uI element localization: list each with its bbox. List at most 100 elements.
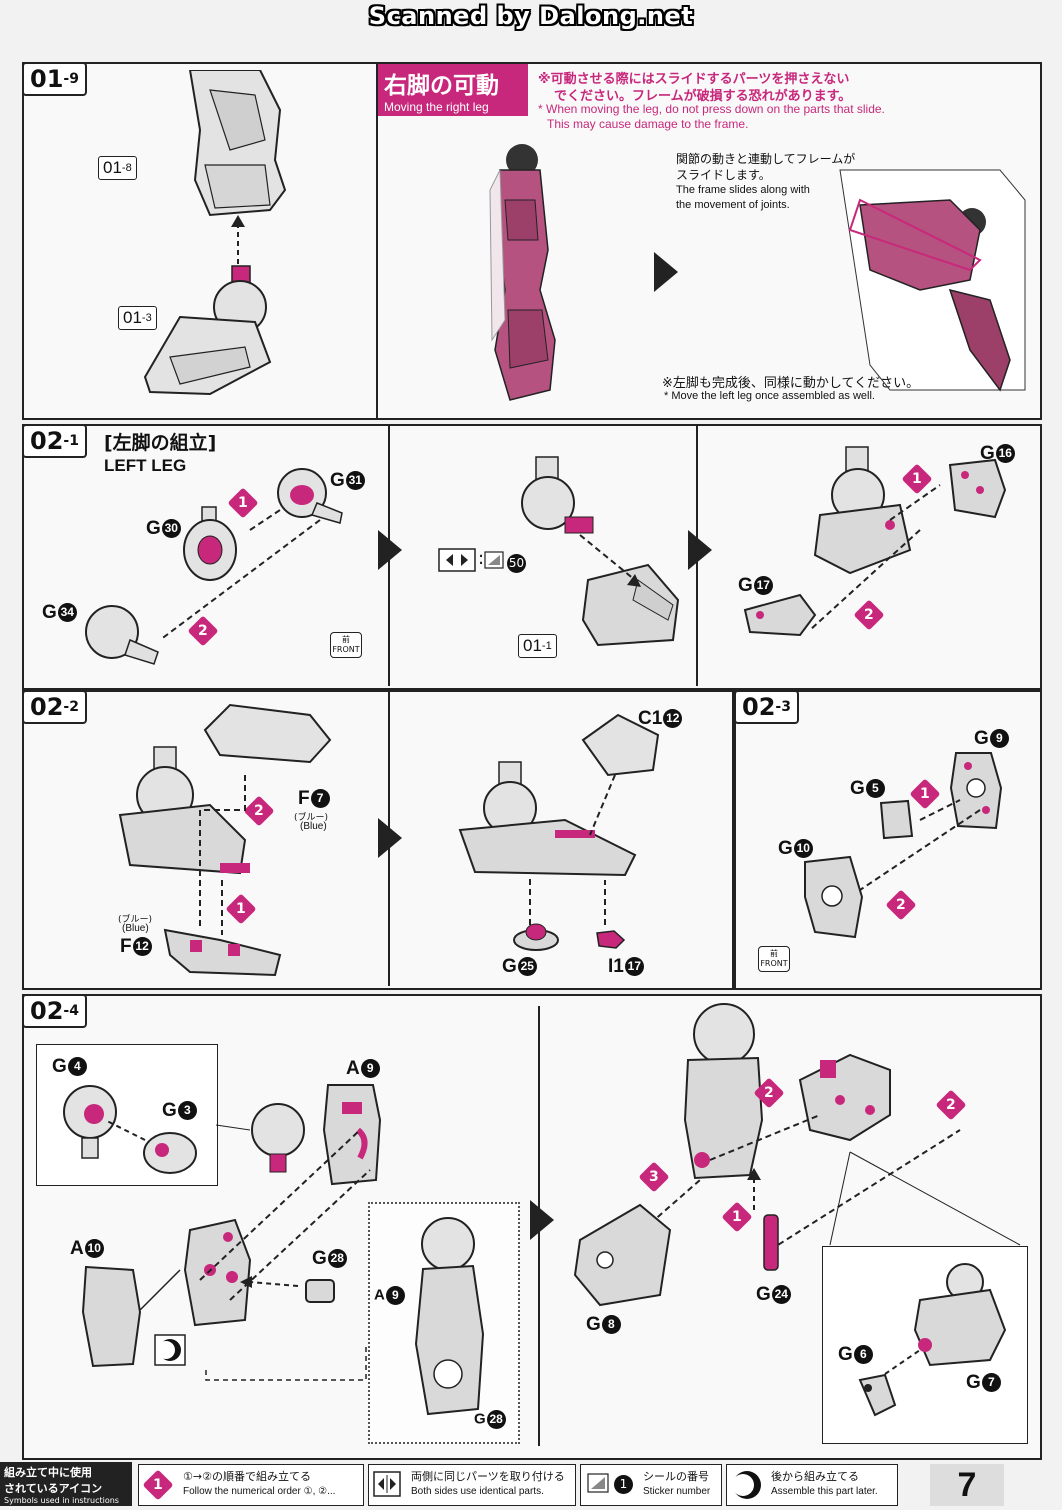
part-g25: [513, 923, 559, 951]
dashed-guide: [579, 534, 641, 587]
part-g10: [804, 855, 864, 939]
legend-order-jp: ①→②の順番で組み立てる: [183, 1470, 311, 1483]
part-a9: [322, 1084, 382, 1186]
legend-sticker-jp: シールの番号: [643, 1470, 709, 1483]
dashed-guide: [859, 799, 981, 891]
shin-frame-illustration: [414, 1217, 485, 1416]
step-arrow: [378, 530, 402, 570]
part-a10: [81, 1265, 142, 1368]
dashed-guide: [159, 509, 321, 641]
step-arrow: [654, 252, 678, 292]
watermark: Scanned by Dalong.net: [368, 2, 694, 30]
upper-frame-part: [798, 1053, 891, 1142]
dashed-guide: [809, 484, 941, 631]
legend-both-jp: 両側に同じパーツを取り付ける: [411, 1470, 565, 1483]
legend-sticker-en: Sticker number: [643, 1486, 711, 1497]
ball-joint-illustration: [251, 1103, 305, 1173]
warning-jp-2: でください。フレームが破損する恐れがあります。: [554, 89, 852, 104]
step-02-1-label: 02-1: [22, 424, 87, 458]
legend-both-en: Both sides use identical parts.: [411, 1486, 544, 1497]
part-g17: [743, 593, 817, 637]
step-02-3-label: 02-3: [734, 690, 799, 724]
left-leg-note-jp: ※左脚も完成後、同様に動かしてください。: [662, 376, 920, 391]
leg-frame-bent-illustration: [839, 169, 1026, 392]
assemble-later-symbol: [154, 1334, 186, 1366]
legend-header: 組み立て中に使用 されているアイコン Symbols used in instr…: [0, 1462, 132, 1506]
dashed-guide: [240, 1276, 299, 1288]
left-leg-title-jp: [左脚の組立]: [104, 432, 217, 454]
note-en-2: the movement of joints.: [676, 199, 790, 211]
legend-sticker: 1 シールの番号 Sticker number: [580, 1464, 722, 1506]
ball-part-g31: [277, 468, 343, 524]
leg-frame-straight-illustration: [489, 144, 556, 401]
step-02-4-label: 02-4: [22, 994, 87, 1028]
legend-both-sides: 両側に同じパーツを取り付ける Both sides use identical …: [368, 1464, 576, 1506]
order-icon: 1: [142, 1469, 174, 1501]
shin-cover-part-f7: [203, 703, 332, 764]
part-g28: [305, 1279, 335, 1303]
step-01-9-label: 01-9: [22, 62, 87, 96]
legend-header-jp-1: 組み立て中に使用: [4, 1466, 92, 1479]
warning-jp-1: ※可動させる際にはスライドするパーツを押さえない: [538, 72, 850, 87]
warning-en-2: This may cause damage to the frame.: [547, 117, 749, 131]
leg-assembly-illustration: [118, 746, 250, 875]
dashed-guide: [619, 1114, 961, 1251]
thigh-part-illustration: [188, 70, 287, 217]
legend-later-en: Assemble this part later.: [771, 1486, 878, 1497]
f7-color-en: (Blue): [300, 821, 327, 832]
ball-part-g34: [85, 605, 159, 665]
dashed-guide: [884, 1349, 921, 1375]
sticker-number: 50: [506, 553, 526, 573]
foot-base-part-f12: [163, 928, 282, 977]
inset-connector: [215, 1124, 251, 1131]
dashed-guide: [529, 774, 616, 925]
warning-en-1: * When moving the leg, do not press down…: [538, 102, 885, 116]
step-arrow: [688, 530, 712, 570]
left-leg-title-en: LEFT LEG: [104, 456, 187, 475]
moving-right-leg-title-box: 右脚の可動 Moving the right leg: [378, 64, 528, 116]
sticker-symbol: [438, 548, 476, 572]
step-02-2-label: 02-2: [22, 690, 87, 724]
note-jp-1: 関節の動きと連動してフレームが: [676, 152, 856, 166]
lower-leg-frame-illustration: [683, 1003, 764, 1180]
hip-assembly-illustration: [913, 1263, 1007, 1367]
part-g6: [858, 1373, 897, 1417]
f12-color-en: (Blue): [122, 923, 149, 934]
moving-right-leg-title-en: Moving the right leg: [384, 100, 489, 114]
thigh-block-illustration: [581, 563, 680, 647]
ref-01-1: 01-1: [518, 634, 557, 658]
dashed-guide: [747, 1168, 761, 1210]
sticker-icon: [587, 1473, 609, 1493]
legend-header-jp-2: されているアイコン: [4, 1482, 103, 1495]
f7-color-jp: (ブルー): [294, 813, 329, 823]
legend-assemble-later: 後から組み立てる Assemble this part later.: [726, 1464, 898, 1506]
note-jp-2: スライドします。: [676, 168, 771, 182]
assembly-arrow-up: [231, 215, 245, 273]
sticker-colon: :: [478, 548, 485, 569]
knee-joint-illustration: [521, 456, 594, 534]
part-g3: [143, 1132, 197, 1174]
ring-part-g30: [183, 506, 237, 581]
knee-assembly-illustration: [813, 446, 912, 575]
